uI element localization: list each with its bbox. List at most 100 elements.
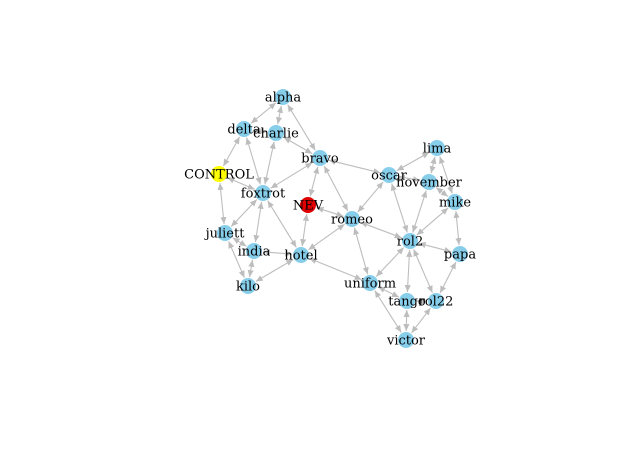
edge-rol2-uniform — [375, 247, 405, 277]
edge-tango-victor — [403, 309, 410, 332]
edge-lima-november — [429, 156, 437, 174]
node-label-papa: papa — [444, 248, 476, 263]
edge-rol22-victor — [411, 307, 431, 334]
node-bravo[interactable]: bravo — [301, 150, 339, 167]
node-oscar[interactable]: oscar — [371, 167, 408, 184]
edge-delta-CONTROL — [222, 136, 241, 167]
node-circle-papa[interactable] — [452, 246, 468, 262]
edge-juliett-kilo — [228, 241, 245, 278]
node-alpha[interactable]: alpha — [265, 89, 302, 106]
node-label-rol2: rol2 — [397, 235, 423, 250]
edge-lima-mike — [439, 156, 453, 194]
node-label-romeo: romeo — [331, 213, 373, 228]
node-delta[interactable]: delta — [227, 121, 261, 138]
node-foxtrot[interactable]: foxtrot — [241, 185, 286, 202]
node-november[interactable]: november — [396, 174, 463, 191]
node-juliett[interactable]: juliett — [204, 225, 246, 242]
edge-delta-foxtrot — [245, 137, 262, 185]
node-label-tango: tango — [388, 295, 426, 310]
edge-NEV-romeo — [316, 206, 344, 218]
edge-layer — [217, 102, 462, 334]
node-label-juliett: juliett — [204, 227, 246, 242]
edge-alpha-delta — [250, 102, 277, 124]
node-circle-tango[interactable] — [399, 293, 415, 309]
node-circle-NEV[interactable] — [300, 197, 316, 213]
node-label-foxtrot: foxtrot — [241, 187, 286, 202]
edge-november-rol2 — [411, 190, 428, 233]
node-lima[interactable]: lima — [423, 140, 452, 157]
node-label-victor: victor — [386, 334, 426, 349]
node-circle-CONTROL[interactable] — [211, 166, 227, 182]
node-circle-charlie[interactable] — [268, 125, 284, 141]
edge-romeo-hotel — [308, 223, 345, 251]
node-label-CONTROL: CONTROL — [184, 168, 254, 183]
node-mike[interactable]: mike — [439, 194, 471, 211]
node-circle-romeo[interactable] — [344, 211, 360, 227]
node-circle-mike[interactable] — [447, 194, 463, 210]
edge-india-kilo — [247, 259, 255, 278]
node-rol2[interactable]: rol2 — [397, 233, 423, 250]
node-circle-foxtrot[interactable] — [255, 185, 271, 201]
node-circle-uniform[interactable] — [362, 275, 378, 291]
edge-foxtrot-india — [253, 201, 264, 243]
node-circle-kilo[interactable] — [240, 278, 256, 294]
node-label-india: india — [238, 245, 271, 260]
node-circle-victor[interactable] — [398, 332, 414, 348]
node-label-delta: delta — [227, 123, 260, 138]
edge-oscar-rol2 — [390, 183, 409, 233]
edge-NEV-hotel — [300, 213, 309, 247]
node-circle-juliett[interactable] — [217, 225, 233, 241]
node-label-bravo: bravo — [301, 152, 339, 167]
node-circle-november[interactable] — [421, 174, 437, 190]
node-tango[interactable]: tango — [388, 293, 426, 310]
edge-november-mike — [435, 187, 449, 197]
node-india[interactable]: india — [238, 243, 271, 260]
node-circle-alpha[interactable] — [275, 89, 291, 105]
edge-bravo-oscar — [328, 158, 381, 175]
edge-rol2-papa — [418, 242, 452, 253]
edge-romeo-rol2 — [360, 221, 402, 239]
edge-mike-papa — [453, 210, 462, 246]
node-charlie[interactable]: charlie — [253, 125, 299, 142]
node-NEV[interactable]: NEV — [293, 197, 324, 214]
node-victor[interactable]: victor — [386, 332, 426, 349]
node-label-rol22: rol22 — [419, 295, 454, 310]
edge-bravo-foxtrot — [270, 162, 313, 189]
edge-charlie-foxtrot — [263, 141, 276, 185]
edge-alpha-charlie — [276, 105, 283, 125]
node-label-charlie: charlie — [253, 127, 299, 142]
edge-CONTROL-juliett — [217, 182, 227, 225]
node-circle-lima[interactable] — [429, 140, 445, 156]
edge-romeo-oscar — [357, 181, 384, 213]
edge-rol2-rol22 — [413, 249, 433, 293]
edge-uniform-victor — [374, 290, 402, 333]
node-kilo[interactable]: kilo — [236, 278, 260, 295]
node-papa[interactable]: papa — [444, 246, 476, 263]
node-label-lima: lima — [423, 142, 452, 157]
node-label-mike: mike — [439, 196, 471, 211]
edge-hotel-uniform — [309, 257, 362, 281]
edge-india-hotel — [262, 249, 293, 257]
edge-oscar-november — [397, 174, 421, 183]
node-CONTROL[interactable]: CONTROL — [184, 166, 254, 183]
node-rol22[interactable]: rol22 — [419, 293, 454, 310]
node-label-NEV: NEV — [293, 199, 324, 214]
node-circle-india[interactable] — [246, 243, 262, 259]
node-label-november: november — [396, 176, 463, 191]
node-circle-rol2[interactable] — [402, 233, 418, 249]
edge-foxtrot-juliett — [230, 199, 258, 227]
node-romeo[interactable]: romeo — [331, 211, 373, 228]
node-circle-delta[interactable] — [236, 121, 252, 137]
edge-mike-rol2 — [416, 207, 449, 236]
node-hotel[interactable]: hotel — [284, 247, 318, 264]
node-circle-oscar[interactable] — [381, 167, 397, 183]
edge-hotel-kilo — [255, 259, 294, 282]
node-uniform[interactable]: uniform — [344, 275, 396, 292]
edge-rol2-tango — [404, 249, 413, 293]
node-label-hotel: hotel — [284, 249, 317, 264]
edge-oscar-lima — [396, 151, 430, 172]
node-circle-rol22[interactable] — [428, 293, 444, 309]
node-circle-hotel[interactable] — [293, 247, 309, 263]
edge-foxtrot-hotel — [267, 200, 297, 248]
node-circle-bravo[interactable] — [312, 150, 328, 166]
